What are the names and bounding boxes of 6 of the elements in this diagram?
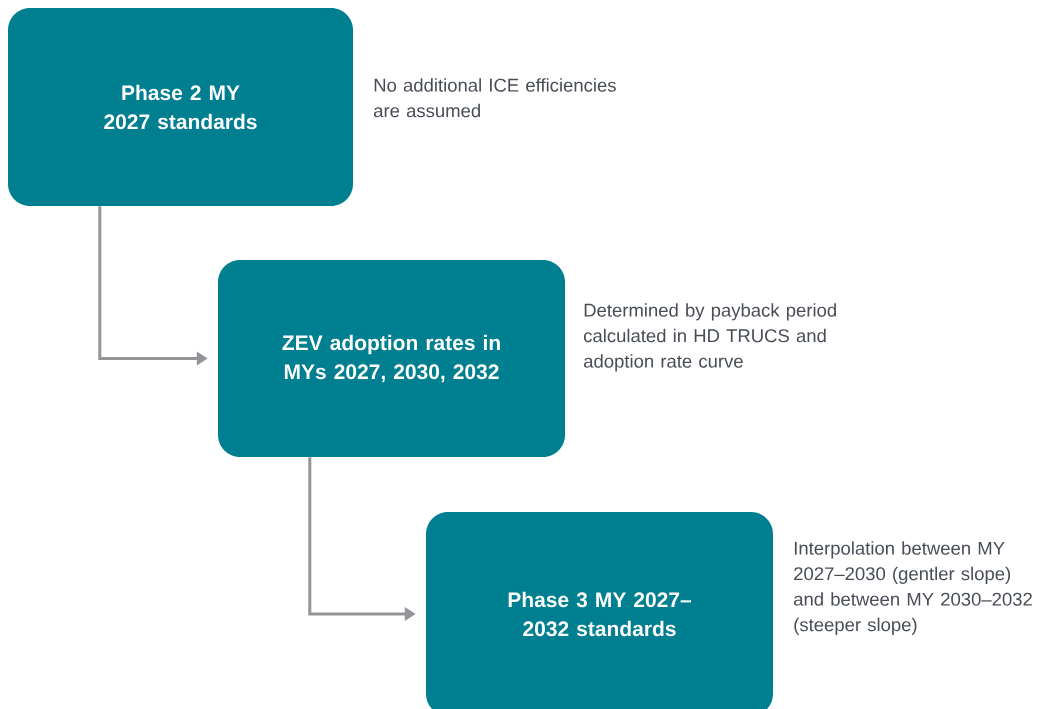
annotation-text: Determined by payback period calculated in HD TRUCS and adoption rate curve xyxy=(584,303,836,372)
process-box: Phase 2 MY 2027 standards xyxy=(8,8,353,206)
annotation-text: Interpolation between MY 2027–2030 (gentler slope) and between MY 2030–2032 (steeper slope) xyxy=(794,541,1032,635)
process-box: ZEV adoption rates in MYs 2027, 2030, 2032 xyxy=(218,260,565,457)
process-box: Phase 3 MY 2027–2032 standards xyxy=(426,512,773,709)
annotation-text: No additional ICE efficiencies are assumed xyxy=(374,78,616,118)
